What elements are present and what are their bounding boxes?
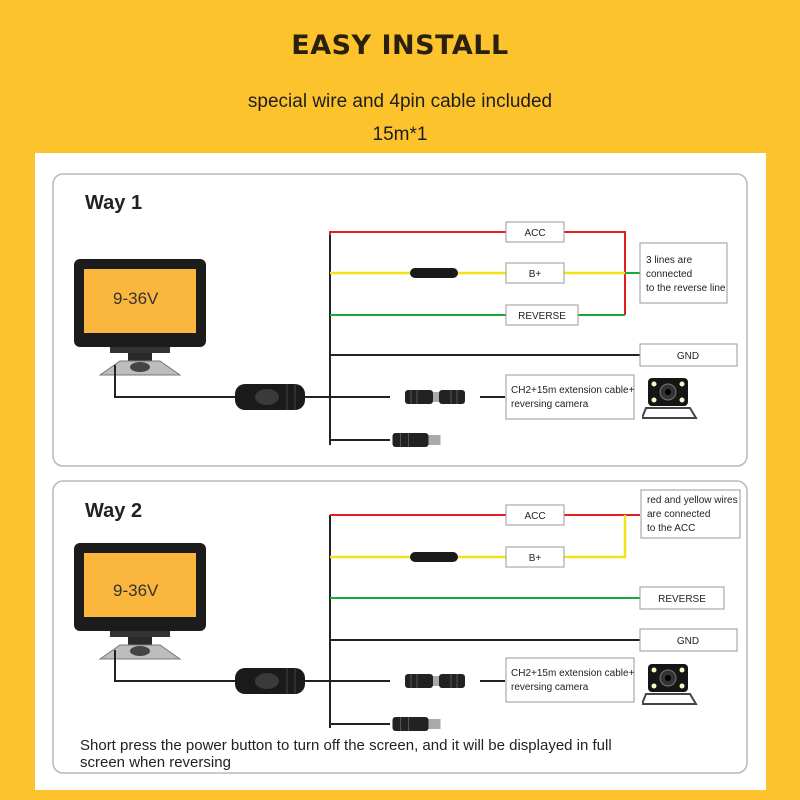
way1-camera-connector — [404, 389, 466, 405]
way1-reverse-box — [505, 304, 579, 326]
way2-camera-note-line2: reversing camera — [511, 682, 589, 693]
way1-fuse — [410, 268, 458, 278]
page-title: EASY INSTALL — [291, 30, 509, 61]
way1-note-line2: connected — [646, 269, 692, 280]
cable-length: 15m*1 — [372, 124, 428, 145]
way2-note-box — [640, 489, 741, 539]
way1-gnd-box — [639, 343, 738, 367]
way1-title: Way 1 — [85, 192, 142, 214]
way2-gnd-box — [639, 628, 738, 652]
way2-camera-connector — [404, 673, 466, 689]
way1-gnd-label: GND — [677, 351, 699, 362]
way1-frame — [52, 173, 748, 467]
way2-spare-plug — [391, 716, 442, 732]
way2-monitor-image — [73, 542, 207, 660]
page-subtitle: special wire and 4pin cable included — [247, 91, 553, 112]
way2-monitor-cable — [114, 650, 235, 682]
way2-fuse — [410, 552, 458, 562]
way2-title: Way 2 — [85, 500, 142, 522]
way2-acc-box — [505, 504, 565, 526]
way2-note-line3: to the ACC — [647, 523, 695, 534]
way1-camera-note-line1: CH2+15m extension cable+ — [511, 385, 635, 396]
way1-monitor-cable — [114, 365, 235, 398]
way1-reverse-label: REVERSE — [518, 311, 566, 322]
way1-note-line1: 3 lines are — [646, 255, 693, 266]
way2-camera-note-line1: CH2+15m extension cable+ — [511, 668, 635, 679]
way1-acc-label: ACC — [524, 228, 545, 239]
way1-bplus-box — [505, 262, 565, 284]
way2-note-line1: red and yellow wires — [647, 495, 738, 506]
way1-note-line3: to the reverse line — [646, 283, 726, 294]
way2-camera-note-box — [505, 657, 635, 703]
way2-bplus-wire — [330, 515, 627, 559]
way2-gnd-label: GND — [677, 636, 699, 647]
way2-monitor-voltage: 9-36V — [113, 581, 159, 600]
way1-camera-image — [642, 377, 697, 419]
way2-reverse-label: REVERSE — [658, 594, 706, 605]
way1-camera-note-box — [505, 374, 635, 420]
way1-splitter-box — [235, 383, 305, 411]
way1-note-box — [639, 242, 728, 304]
way2-reverse-box — [639, 586, 725, 610]
way2-section: Way 2 9-36V ACC B+ REVERSE GND — [52, 480, 748, 774]
footnote-text: Short press the power button to turn off… — [80, 737, 612, 771]
way1-bplus-label: B+ — [529, 269, 542, 280]
way2-note-line2: are connected — [647, 509, 710, 520]
way2-camera-image — [642, 663, 697, 705]
way1-monitor-image — [73, 258, 207, 376]
way2-bplus-label: B+ — [529, 553, 542, 564]
way1-spare-plug — [391, 432, 442, 448]
way1-camera-note-line2: reversing camera — [511, 399, 589, 410]
way2-bplus-box — [505, 546, 565, 568]
way1-monitor-voltage: 9-36V — [113, 289, 159, 308]
way1-section: Way 1 9-36V ACC B+ REVERSE GND — [52, 173, 748, 467]
way2-frame — [52, 480, 748, 774]
way2-splitter-box — [235, 667, 305, 695]
way1-acc-box — [505, 221, 565, 243]
way2-acc-label: ACC — [524, 511, 545, 522]
